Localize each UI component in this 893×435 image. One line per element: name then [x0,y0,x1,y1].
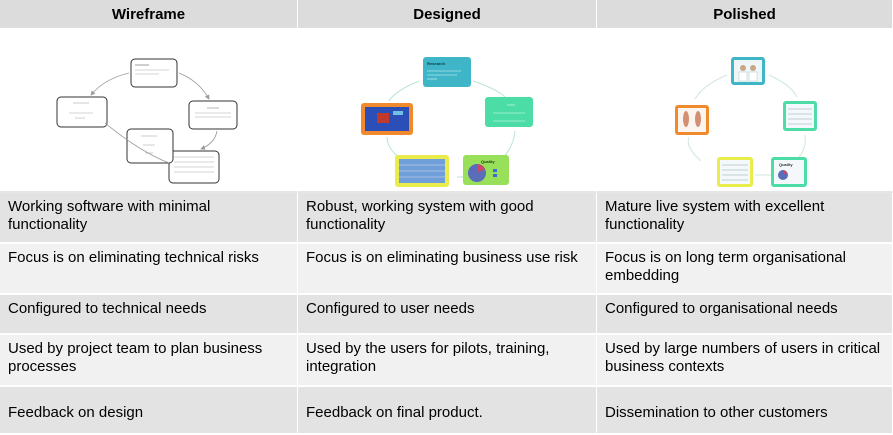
table-cell: Configured to user needs [298,295,597,335]
table-cell: Used by large numbers of users in critic… [597,335,893,387]
table-cell: Robust, working system with good functio… [298,193,597,244]
table-cell: Dissemination to other customers [597,387,893,435]
designed-cycle-svg: Research Quality [361,57,533,187]
designed-box-research [423,57,471,87]
designed-research-label: Research [427,61,446,66]
column-header-designed: Designed [298,0,597,30]
table-cell: Focus is on long term organisational emb… [597,244,893,295]
table-cell: Working software with minimal functional… [0,193,298,244]
column-header-polished: Polished [597,0,893,30]
wireframe-cycle-svg [56,58,237,184]
designed-box-right [485,97,533,127]
wireframe-box-left [56,96,107,128]
designed-cycle-diagram: Research Quality [298,30,597,193]
table-cell: Configured to technical needs [0,295,298,335]
table-cell: Feedback on design [0,387,298,435]
table-cell: Configured to organisational needs [597,295,893,335]
polished-cycle-diagram: Quality [597,30,893,193]
wireframe-box-top [130,58,177,88]
table-cell: Feedback on final product. [298,387,597,435]
designed-quality-label: Quality [481,159,495,164]
table-cell: Mature live system with excellent functi… [597,193,893,244]
column-header-wireframe: Wireframe [0,0,298,30]
polished-cycle-svg: Quality [674,57,817,187]
table-cell: Used by the users for pilots, training, … [298,335,597,387]
wireframe-box-right [188,100,237,130]
table-cell: Used by project team to plan business pr… [0,335,298,387]
wireframe-box-center [126,128,173,164]
table-cell: Focus is on eliminating technical risks [0,244,298,295]
wireframe-cycle-diagram [0,30,298,193]
table-cell: Focus is on eliminating business use ris… [298,244,597,295]
polished-quality-label: Quality [779,162,793,167]
